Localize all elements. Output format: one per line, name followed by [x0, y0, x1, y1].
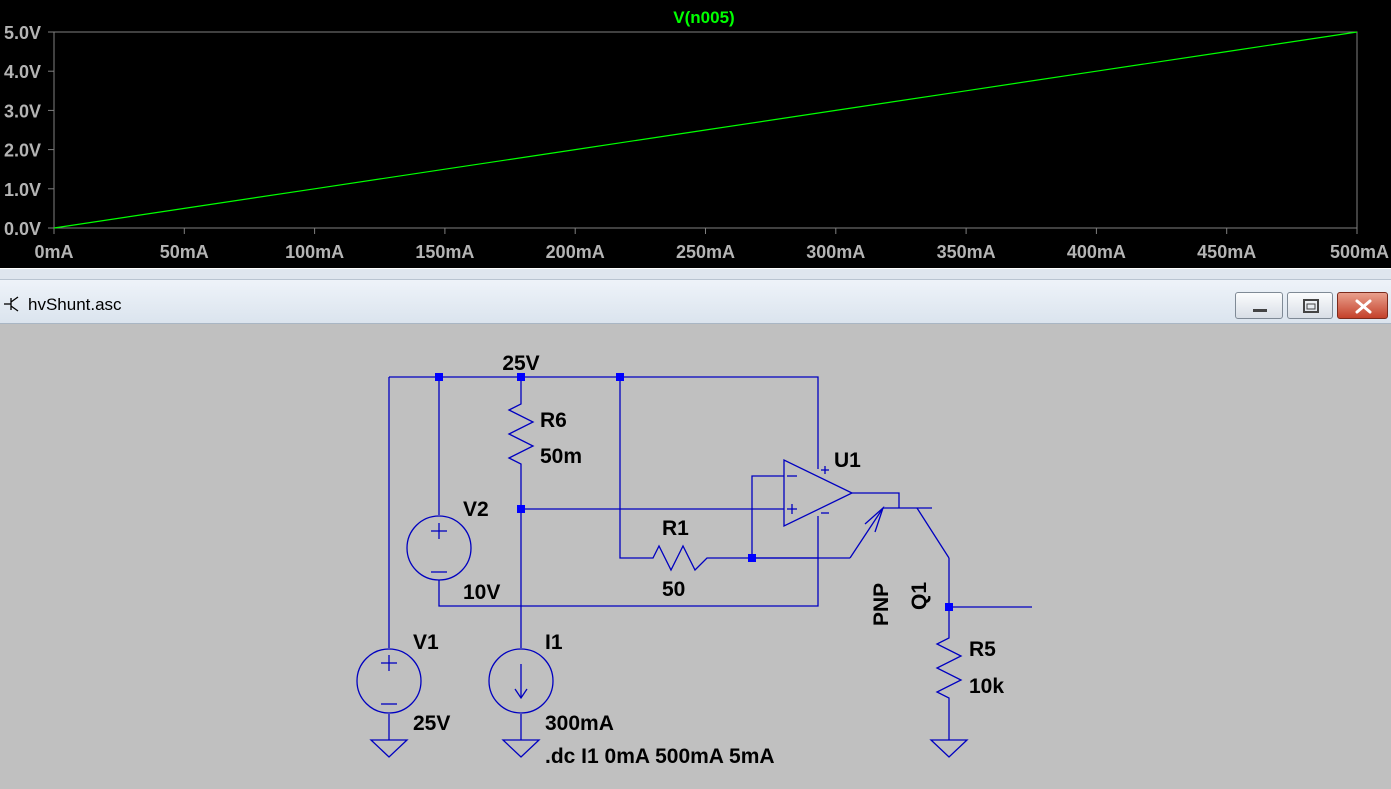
- y-axis: 5.0V 4.0V 3.0V 2.0V 1.0V 0.0V: [4, 23, 54, 239]
- schematic-titlebar[interactable]: hvShunt.asc: [0, 280, 1391, 324]
- spice-directive[interactable]: .dc I1 0mA 500mA 5mA: [545, 745, 775, 768]
- wire-v2-bottom[interactable]: [438, 558, 819, 607]
- x-tick-label: 100mA: [285, 242, 344, 262]
- r1-name[interactable]: R1: [662, 517, 689, 540]
- x-tick-label: 0mA: [34, 242, 73, 262]
- minimize-button[interactable]: [1235, 292, 1283, 319]
- window-title: hvShunt.asc: [28, 295, 122, 314]
- u1-name[interactable]: U1: [834, 449, 861, 472]
- resistor-r1[interactable]: [647, 544, 710, 572]
- y-tick-label: 3.0V: [4, 101, 41, 121]
- i1-value[interactable]: 300mA: [545, 712, 614, 735]
- r6-value[interactable]: 50m: [540, 445, 582, 468]
- pane-splitter[interactable]: [0, 268, 1391, 280]
- r1-value[interactable]: 50: [662, 578, 685, 601]
- close-button[interactable]: [1337, 292, 1388, 319]
- y-tick-label: 1.0V: [4, 180, 41, 200]
- v2-value[interactable]: 10V: [463, 581, 500, 604]
- net-label-25v[interactable]: 25V: [502, 352, 539, 375]
- schematic-drawing[interactable]: 25V R6 50m V2 10V R1 50 U1 V1 25V I1 300…: [0, 324, 1391, 784]
- v2-name[interactable]: V2: [463, 498, 489, 521]
- junction-dot[interactable]: [435, 373, 443, 381]
- junction-dot[interactable]: [945, 603, 953, 611]
- x-tick-label: 200mA: [546, 242, 605, 262]
- x-tick-label: 150mA: [415, 242, 474, 262]
- wires: [388, 376, 1032, 740]
- wire-top-rail[interactable]: [389, 376, 819, 469]
- opamp-u1[interactable]: [783, 458, 854, 528]
- y-tick-label: 4.0V: [4, 62, 41, 82]
- transistor-icon: [2, 294, 22, 319]
- x-tick-label: 300mA: [806, 242, 865, 262]
- current-source-i1[interactable]: [488, 648, 554, 714]
- y-tick-label: 5.0V: [4, 23, 41, 43]
- voltage-source-v1[interactable]: [356, 648, 422, 714]
- close-icon: [1355, 299, 1372, 314]
- v1-value[interactable]: 25V: [413, 712, 450, 735]
- q1-name[interactable]: Q1: [908, 582, 931, 610]
- waveform-plot[interactable]: V(n005) 5.0V 4.0V 3.0V 2.0V 1.0V 0.0V 0mA 50mA…: [0, 0, 1391, 268]
- y-tick-label: 2.0V: [4, 141, 41, 161]
- transistor-q1[interactable]: [849, 505, 950, 559]
- maximize-button[interactable]: [1287, 292, 1333, 319]
- minimize-icon: [1253, 309, 1267, 312]
- ground-symbol: [929, 739, 969, 758]
- waveform-plot-pane[interactable]: V(n005) 5.0V 4.0V 3.0V 2.0V 1.0V 0.0V 0mA 50mA…: [0, 0, 1391, 268]
- x-tick-label: 500mA: [1330, 242, 1389, 262]
- junction-dot[interactable]: [517, 505, 525, 513]
- schematic-window: hvShunt.asc: [0, 280, 1391, 784]
- i1-name[interactable]: I1: [545, 631, 563, 654]
- ground-symbol: [369, 739, 409, 758]
- trace-line[interactable]: [53, 31, 1358, 229]
- wire-r1-right[interactable]: [710, 516, 819, 559]
- x-tick-label: 400mA: [1067, 242, 1126, 262]
- x-tick-label: 50mA: [160, 242, 209, 262]
- maximize-icon: [1303, 299, 1319, 313]
- x-tick-label: 250mA: [676, 242, 735, 262]
- trace-title[interactable]: V(n005): [673, 8, 734, 27]
- wire-opamp-minus[interactable]: [751, 475, 784, 558]
- v1-name[interactable]: V1: [413, 631, 439, 654]
- wire-r1-left[interactable]: [619, 377, 647, 559]
- x-tick-label: 450mA: [1197, 242, 1256, 262]
- wire-opamp-out[interactable]: [852, 492, 900, 508]
- r6-name[interactable]: R6: [540, 409, 567, 432]
- y-tick-label: 0.0V: [4, 219, 41, 239]
- junctions: [435, 373, 953, 611]
- x-tick-label: 350mA: [937, 242, 996, 262]
- r5-value[interactable]: 10k: [969, 675, 1004, 698]
- resistor-r5[interactable]: [935, 632, 963, 700]
- x-axis: 0mA 50mA 100mA 150mA 200mA 250mA 300mA 350mA 400…: [34, 228, 1389, 262]
- ground-symbol: [501, 739, 541, 758]
- junction-dot[interactable]: [517, 373, 525, 381]
- voltage-source-v2[interactable]: [406, 515, 472, 581]
- junction-dot[interactable]: [748, 554, 756, 562]
- q1-model[interactable]: PNP: [870, 583, 893, 626]
- r5-name[interactable]: R5: [969, 638, 996, 661]
- schematic-canvas[interactable]: 25V R6 50m V2 10V R1 50 U1 V1 25V I1 300…: [0, 324, 1391, 784]
- resistor-r6[interactable]: [507, 397, 535, 467]
- junction-dot[interactable]: [616, 373, 624, 381]
